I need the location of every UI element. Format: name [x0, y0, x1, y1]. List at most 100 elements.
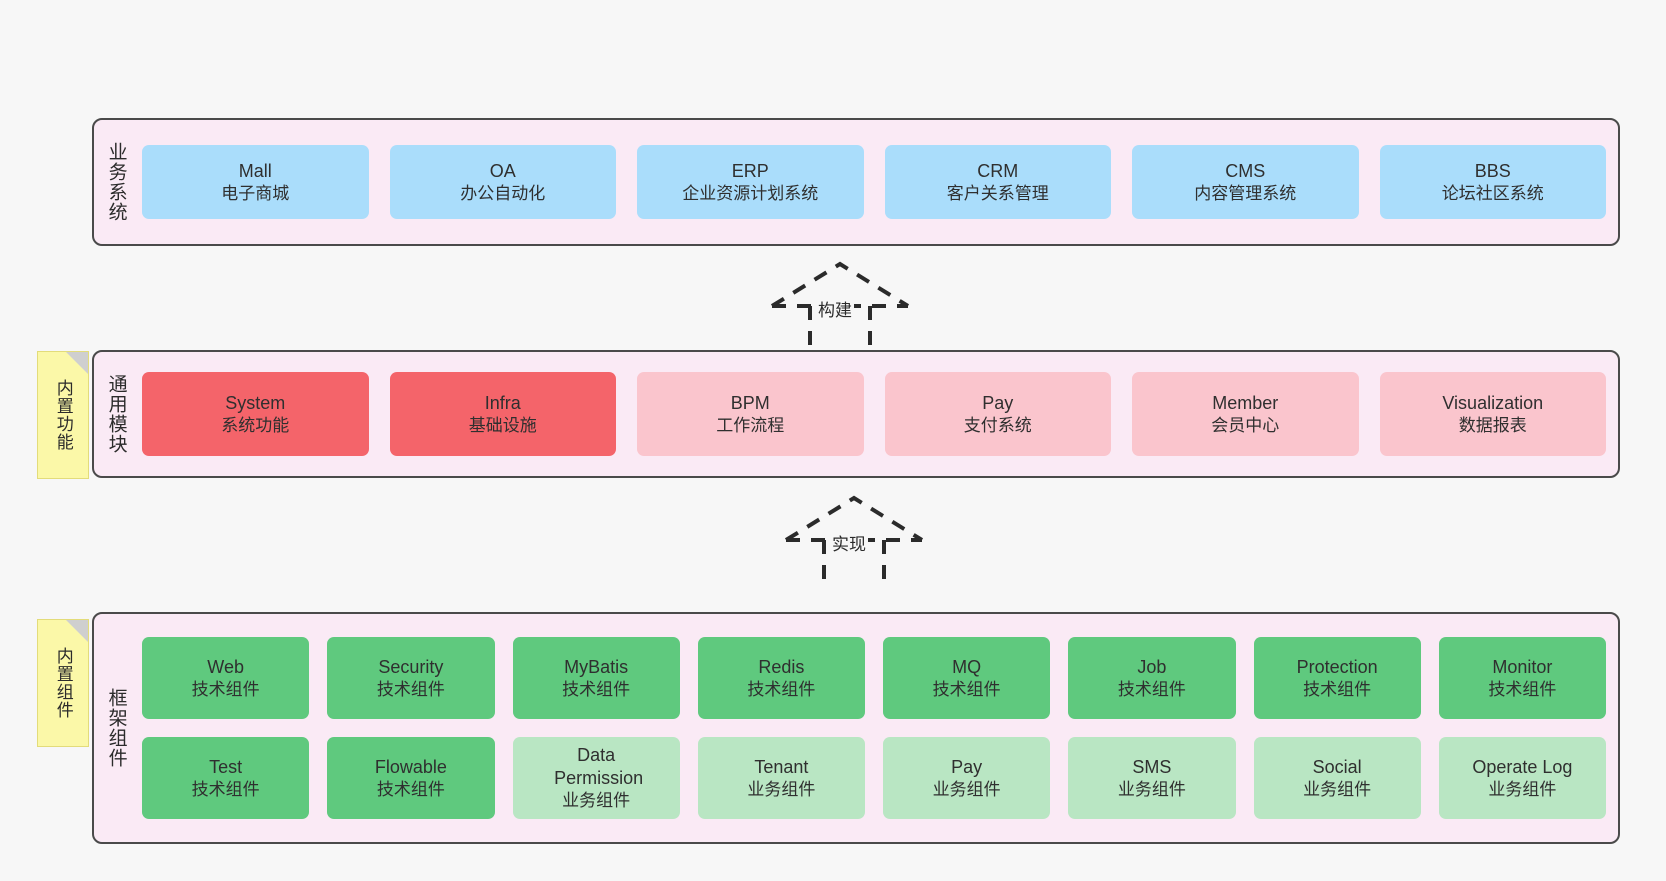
card-sms[interactable]: SMS 业务组件 [1068, 737, 1236, 819]
note-text: 内置组件 [53, 647, 73, 719]
card-test[interactable]: Test 技术组件 [142, 737, 310, 819]
card-subtitle: 电子商城 [221, 183, 290, 203]
card-bpm[interactable]: BPM 工作流程 [637, 372, 864, 456]
card-infra[interactable]: Infra 基础设施 [389, 372, 616, 456]
card-subtitle: 数据报表 [1458, 415, 1527, 435]
card-title: MyBatis [564, 656, 629, 677]
card-erp[interactable]: ERP 企业资源计划系统 [637, 145, 864, 219]
card-title: Security [378, 656, 444, 677]
card-title: ERP [731, 160, 769, 181]
layer-title-framework: 框架组件 [105, 688, 127, 768]
connector-build-label: 构建 [816, 296, 854, 321]
card-title: Data Permission [554, 745, 644, 789]
card-social[interactable]: Social 业务组件 [1253, 737, 1421, 819]
card-title: Protection [1296, 656, 1378, 677]
card-subtitle: 业务组件 [1117, 779, 1186, 799]
card-visualization[interactable]: Visualization 数据报表 [1379, 372, 1606, 456]
card-row: System 系统功能 Infra 基础设施 BPM 工作流程 Pay 支付系统… [142, 372, 1606, 456]
card-title: Social [1312, 756, 1362, 777]
card-redis[interactable]: Redis 技术组件 [697, 637, 865, 719]
note-builtin-features: 内置功能 [37, 351, 89, 479]
layer-common-cards: System 系统功能 Infra 基础设施 BPM 工作流程 Pay 支付系统… [138, 352, 1618, 476]
card-row: Test 技术组件 Flowable 技术组件 Data Permission … [142, 737, 1606, 819]
card-subtitle: 技术组件 [932, 679, 1001, 699]
card-pay[interactable]: Pay 支付系统 [884, 372, 1111, 456]
card-subtitle: 会员中心 [1211, 415, 1280, 435]
card-crm[interactable]: CRM 客户关系管理 [884, 145, 1111, 219]
card-tenant[interactable]: Tenant 业务组件 [697, 737, 865, 819]
card-title: Visualization [1442, 392, 1544, 413]
card-title: Job [1137, 656, 1167, 677]
card-subtitle: 业务组件 [747, 779, 816, 799]
card-title: Infra [484, 392, 521, 413]
note-fold-corner-icon [66, 352, 88, 374]
card-cms[interactable]: CMS 内容管理系统 [1132, 145, 1359, 219]
card-subtitle: 业务组件 [932, 779, 1001, 799]
card-monitor[interactable]: Monitor 技术组件 [1438, 637, 1606, 719]
card-pay-component[interactable]: Pay 业务组件 [883, 737, 1051, 819]
card-subtitle: 技术组件 [1488, 679, 1557, 699]
connector-implement: 实现 [764, 490, 944, 586]
card-mall[interactable]: Mall 电子商城 [142, 145, 369, 219]
card-subtitle: 技术组件 [1303, 679, 1372, 699]
card-subtitle: 办公自动化 [460, 183, 546, 203]
card-title: Member [1212, 392, 1279, 413]
connector-build: 构建 [750, 256, 930, 352]
card-title: Operate Log [1472, 756, 1573, 777]
card-subtitle: 论坛社区系统 [1441, 183, 1544, 203]
card-member[interactable]: Member 会员中心 [1132, 372, 1359, 456]
card-title: OA [489, 160, 516, 181]
card-subtitle: 基础设施 [468, 415, 537, 435]
card-subtitle: 技术组件 [376, 779, 445, 799]
note-fold-corner-icon [66, 620, 88, 642]
card-subtitle: 业务组件 [562, 791, 631, 811]
card-title: SMS [1132, 756, 1172, 777]
card-title: Tenant [754, 756, 809, 777]
card-title: Pay [982, 392, 1014, 413]
card-title: Pay [951, 756, 983, 777]
card-subtitle: 技术组件 [1117, 679, 1186, 699]
card-operate-log[interactable]: Operate Log 业务组件 [1438, 737, 1606, 819]
card-title: Flowable [374, 756, 447, 777]
card-protection[interactable]: Protection 技术组件 [1253, 637, 1421, 719]
card-web[interactable]: Web 技术组件 [142, 637, 310, 719]
card-subtitle: 系统功能 [221, 415, 290, 435]
card-title: Mall [238, 160, 272, 181]
layer-business-systems: 业务系统 Mall 电子商城 OA 办公自动化 ERP 企业资源计划系统 CRM… [92, 118, 1620, 246]
card-subtitle: 支付系统 [963, 415, 1032, 435]
layer-business-cards: Mall 电子商城 OA 办公自动化 ERP 企业资源计划系统 CRM 客户关系… [138, 120, 1618, 244]
card-flowable[interactable]: Flowable 技术组件 [327, 737, 495, 819]
card-security[interactable]: Security 技术组件 [327, 637, 495, 719]
card-mq[interactable]: MQ 技术组件 [883, 637, 1051, 719]
card-subtitle: 技术组件 [191, 779, 260, 799]
card-title: CRM [977, 160, 1019, 181]
layer-framework-components: 框架组件 Web 技术组件 Security 技术组件 MyBatis 技术组件… [92, 612, 1620, 844]
card-title: BBS [1474, 160, 1511, 181]
card-subtitle: 技术组件 [747, 679, 816, 699]
card-subtitle: 业务组件 [1488, 779, 1557, 799]
card-subtitle: 技术组件 [191, 679, 260, 699]
layer-framework-cards: Web 技术组件 Security 技术组件 MyBatis 技术组件 Redi… [138, 614, 1618, 842]
card-title: Monitor [1492, 656, 1553, 677]
card-row: Web 技术组件 Security 技术组件 MyBatis 技术组件 Redi… [142, 637, 1606, 719]
card-job[interactable]: Job 技术组件 [1068, 637, 1236, 719]
card-title: Test [209, 756, 243, 777]
generalization-arrow-icon [784, 495, 924, 586]
card-title: BPM [730, 392, 770, 413]
card-subtitle: 内容管理系统 [1194, 183, 1297, 203]
layer-title-common: 通用模块 [105, 374, 127, 454]
card-oa[interactable]: OA 办公自动化 [389, 145, 616, 219]
note-builtin-components: 内置组件 [37, 619, 89, 747]
card-title: Web [207, 656, 244, 677]
card-title: CMS [1225, 160, 1266, 181]
card-row: Mall 电子商城 OA 办公自动化 ERP 企业资源计划系统 CRM 客户关系… [142, 145, 1606, 219]
card-bbs[interactable]: BBS 论坛社区系统 [1379, 145, 1606, 219]
generalization-arrow-icon [770, 261, 910, 352]
card-subtitle: 客户关系管理 [946, 183, 1049, 203]
layer-common-modules: 通用模块 System 系统功能 Infra 基础设施 BPM 工作流程 Pay… [92, 350, 1620, 478]
card-system[interactable]: System 系统功能 [142, 372, 369, 456]
layer-title-business: 业务系统 [105, 142, 127, 222]
card-data-permission[interactable]: Data Permission 业务组件 [512, 737, 680, 819]
card-subtitle: 企业资源计划系统 [682, 183, 819, 203]
card-mybatis[interactable]: MyBatis 技术组件 [512, 637, 680, 719]
